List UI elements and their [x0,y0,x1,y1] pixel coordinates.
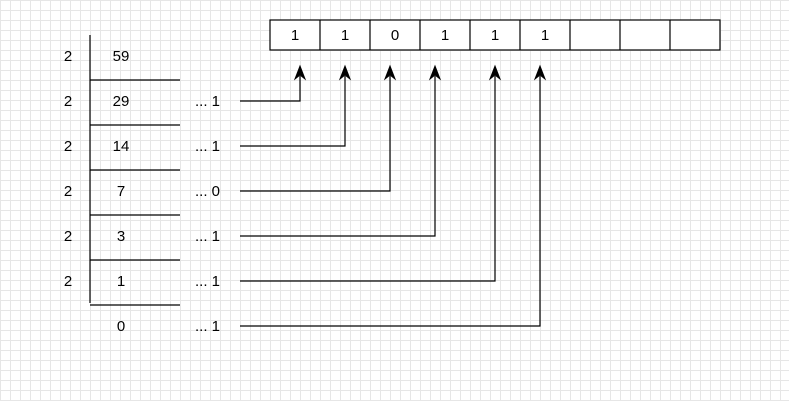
ladder-divisor: 2 [64,138,72,155]
connector-line [240,76,541,327]
bit-cell: 1 [341,27,349,44]
ladder-remainder: ... 1 [195,93,220,110]
ladder-divisor: 2 [64,93,72,110]
bit-cell: 1 [491,27,499,44]
bit-cell: 1 [291,27,299,44]
ladder-quotient: 0 [117,318,125,335]
connector-line [240,76,436,237]
ladder-quotient: 7 [117,183,125,200]
arrowhead-icon [293,64,307,81]
ladder-remainder: ... 1 [195,228,220,245]
ladder-quotient: 1 [117,273,125,290]
bit-cell: 0 [391,27,399,44]
ladder-divisor: 2 [64,228,72,245]
ladder-remainder: ... 1 [195,318,220,335]
ladder-remainder: ... 1 [195,273,220,290]
ladder-remainder: ... 0 [195,183,220,200]
bit-register: 1 1 0 1 1 1 [269,19,721,51]
arrowhead-icon [383,64,397,81]
ladder-quotient: 29 [113,93,130,110]
arrowhead-icon [488,64,502,81]
bit-cell: 1 [441,27,449,44]
remainder-connectors [240,64,547,327]
bit-cell: 1 [541,27,549,44]
connector-line [240,76,301,102]
connector-line [240,76,496,282]
ladder-divisor: 2 [64,48,72,65]
ladder-divisor: 2 [64,183,72,200]
ladder-remainder: ... 1 [195,138,220,155]
arrowhead-icon [428,64,442,81]
connector-line [240,76,346,147]
ladder-quotient: 59 [113,48,130,65]
ladder-quotient: 3 [117,228,125,245]
arrowhead-icon [338,64,352,81]
division-ladder: 2 59 2 29 ... 1 2 14 ... 1 2 7 ... 0 2 3 ... 1 2 1 ... 1… [64,35,220,335]
arrowhead-icon [533,64,547,81]
ladder-divisor: 2 [64,273,72,290]
connector-line [240,76,391,192]
ladder-quotient: 14 [113,138,130,155]
bit-register-outline [269,19,721,51]
